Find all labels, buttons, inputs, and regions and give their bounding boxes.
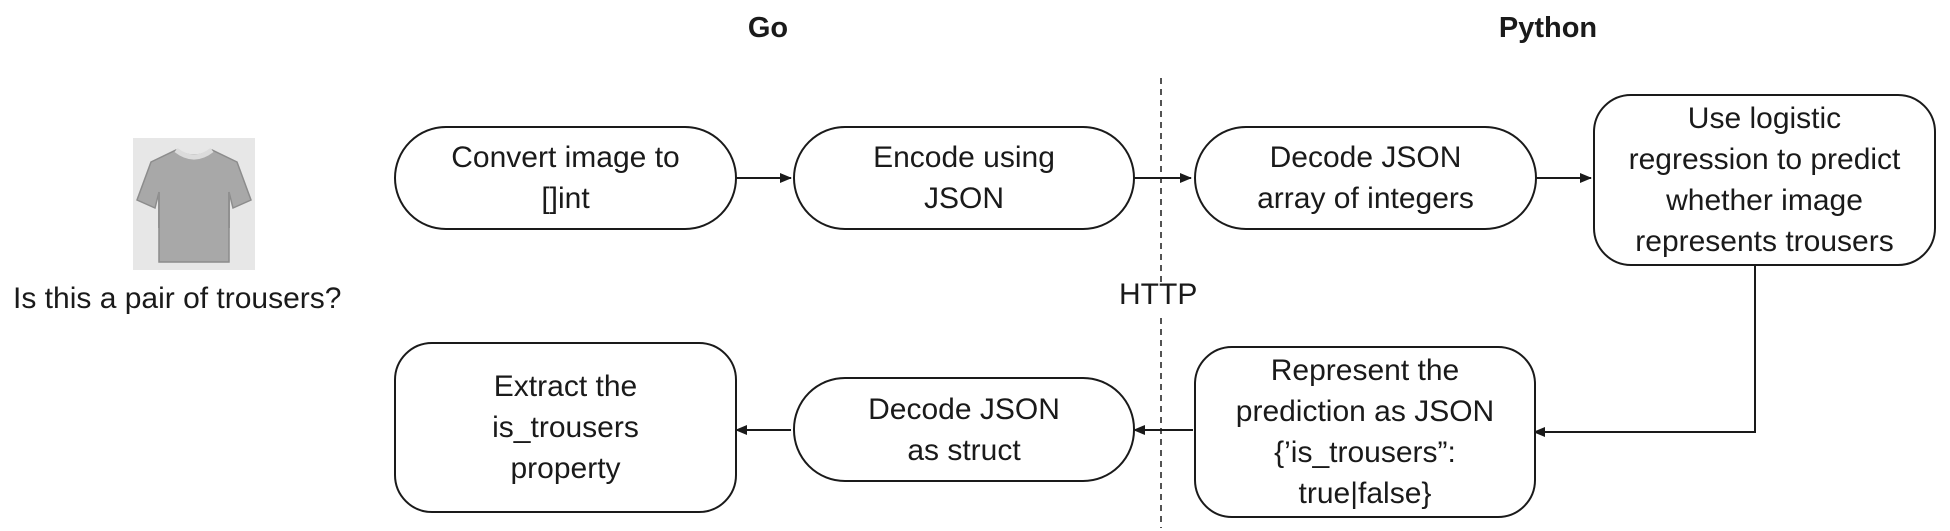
node-line: true|false} (1298, 477, 1432, 510)
node-line: as struct (907, 433, 1021, 467)
node-line: is_trousers (492, 411, 639, 444)
encode-json-node: Encode using JSON (793, 126, 1135, 230)
tshirt-icon (136, 147, 252, 263)
python-column-heading: Python (1498, 12, 1598, 44)
convert-image-node: Convert image to []int (394, 126, 737, 230)
node-line: whether image (1666, 184, 1863, 217)
question-text: Is this a pair of trousers? (13, 282, 342, 315)
node-line: Use logistic (1687, 102, 1842, 135)
node-line: prediction as JSON (1235, 395, 1495, 428)
decode-array-node: Decode JSON array of integers (1194, 126, 1537, 230)
go-column-heading: Go (747, 12, 789, 44)
node-line: []int (541, 182, 590, 215)
node-line: Decode JSON (868, 392, 1060, 426)
extract-property-node: Extract the is_trousers property (394, 342, 737, 513)
decode-struct-node: Decode JSON as struct (793, 377, 1135, 482)
node-line: Extract the (493, 370, 638, 403)
node-line: JSON (923, 182, 1004, 215)
tshirt-image (133, 138, 255, 270)
node-line: Decode JSON (1269, 141, 1462, 174)
http-label: HTTP (1119, 278, 1198, 311)
node-line: {’is_trousers”: (1274, 436, 1456, 469)
node-line: property (510, 452, 621, 485)
node-line: represents trousers (1635, 225, 1894, 258)
node-line: Convert image to (451, 141, 680, 174)
node-line: regression to predict (1628, 143, 1901, 176)
represent-json-node: Represent the prediction as JSON {’is_tr… (1194, 346, 1536, 518)
node-line: array of integers (1257, 182, 1474, 215)
arrow-predict-to-represent (1533, 265, 1756, 437)
node-line: Encode using (873, 141, 1055, 174)
logistic-regression-node: Use logistic regression to predict wheth… (1593, 94, 1936, 266)
node-line: Represent the (1270, 354, 1460, 387)
